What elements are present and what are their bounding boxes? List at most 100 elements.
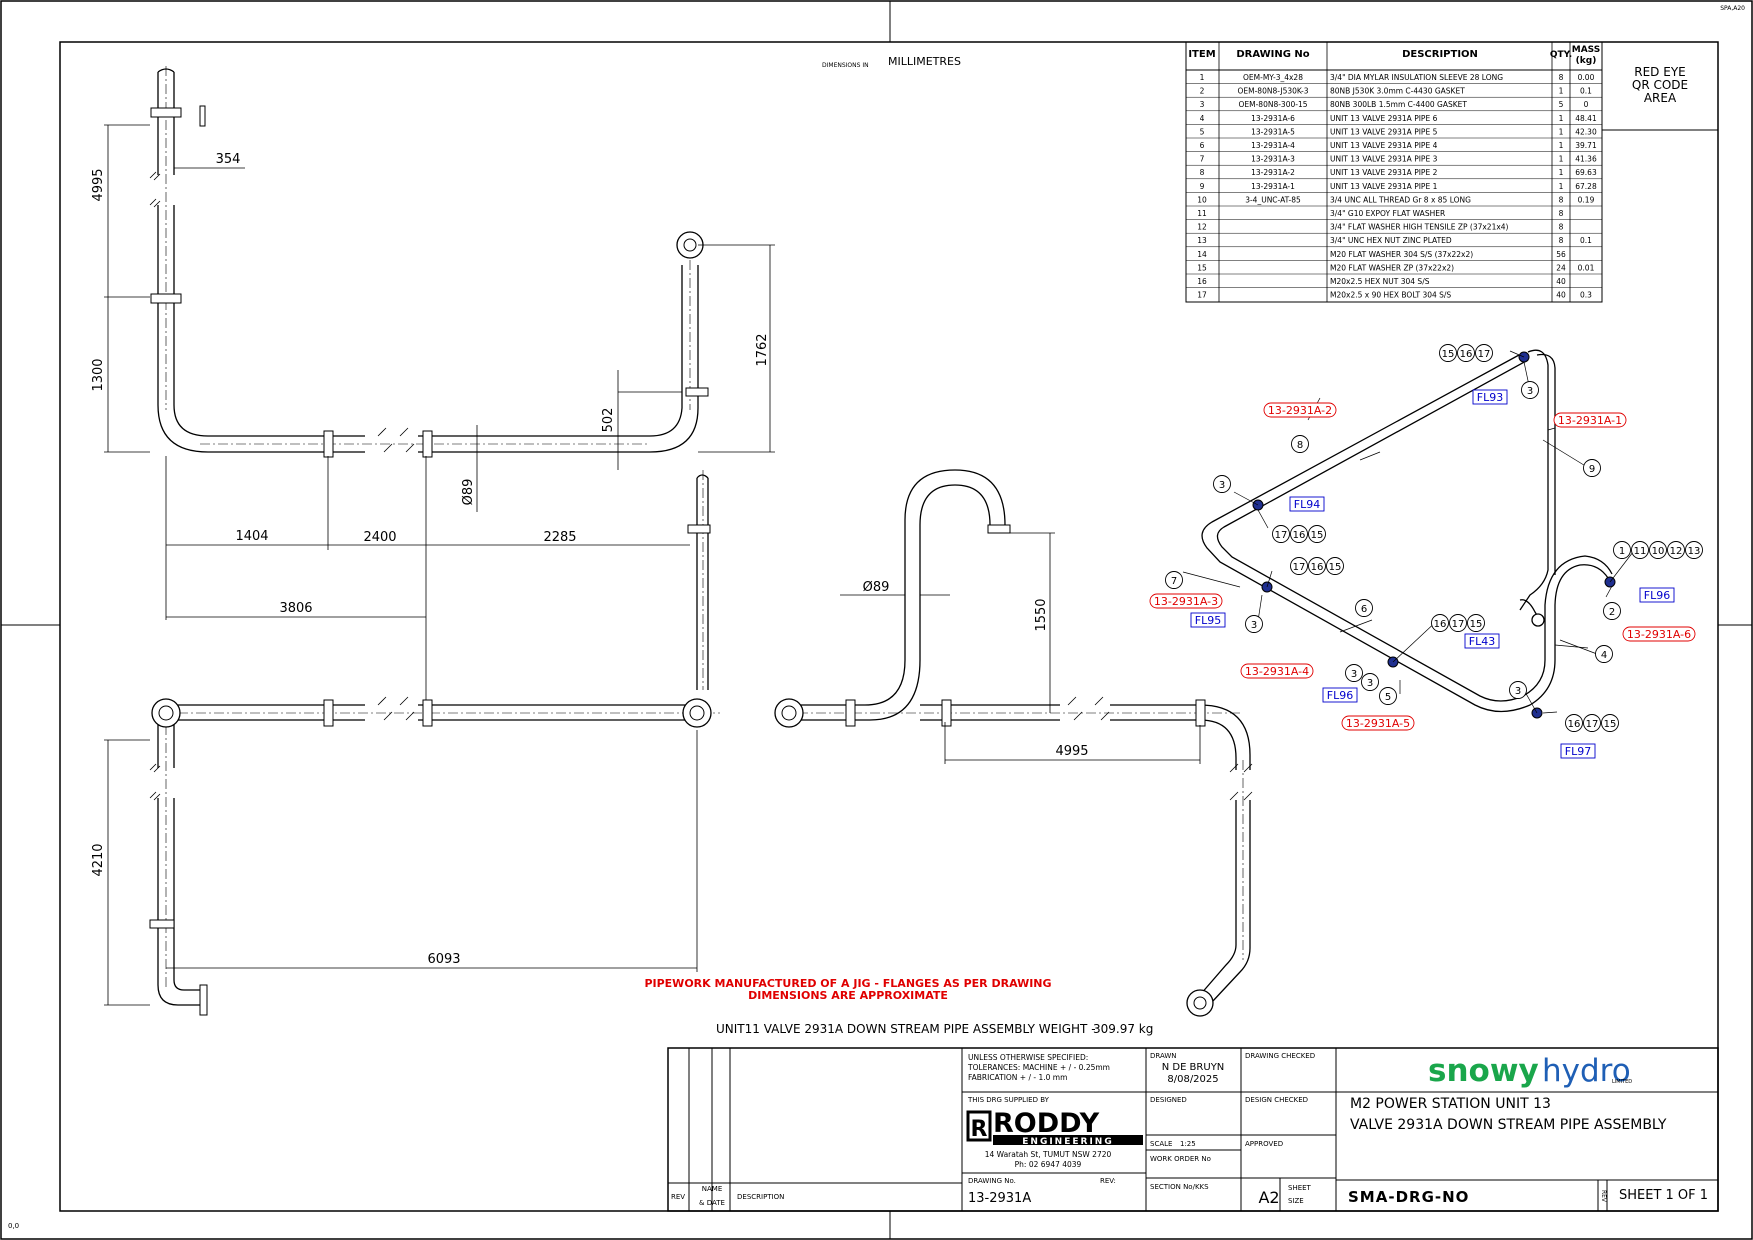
tb-company-hydro: hydro <box>1542 1053 1631 1089</box>
tb-sheet-size-label1: SHEET <box>1288 1184 1312 1192</box>
bom-cell-item: 7 <box>1200 155 1205 164</box>
iso-flange-label: FL97 <box>1565 745 1591 758</box>
break-mark <box>149 763 161 801</box>
units-note-unit: MILLIMETRES <box>888 55 961 68</box>
iso-flange-label: FL96 <box>1644 589 1670 602</box>
bom-cell-description: 3/4" DIA MYLAR INSULATION SLEEVE 28 LONG <box>1330 73 1503 82</box>
title-block-frame <box>667 1047 1719 1212</box>
bom-cell-qty: 40 <box>1556 291 1566 300</box>
iso-pipe-label-box <box>1149 593 1223 609</box>
dim-1762: 1762 <box>755 333 770 366</box>
bom-cell-description: 3/4" G10 EXPOY FLAT WASHER <box>1330 209 1445 218</box>
iso-pipe-label: 13-2931A-3 <box>1154 595 1218 608</box>
flange-bore <box>689 705 705 721</box>
dim-354: 354 <box>216 152 241 167</box>
bom-cell-mass: 0.1 <box>1580 236 1592 245</box>
bom-cell-drawing-no: OEM-80N8-J530K-3 <box>1237 87 1308 96</box>
iso-balloon-number: 3 <box>1515 686 1521 697</box>
bom-cell-mass: 0.19 <box>1578 195 1595 204</box>
iso-leader <box>1609 551 1634 583</box>
iso-balloon <box>1685 541 1703 559</box>
tb-section-label: SECTION No/KKS <box>1150 1183 1209 1191</box>
pipe-run <box>418 265 699 453</box>
iso-balloon <box>1667 541 1685 559</box>
iso-balloon <box>1272 525 1290 543</box>
iso-balloon-number: 3 <box>1351 669 1357 680</box>
iso-balloon-number: 16 <box>1434 619 1447 630</box>
iso-balloon-number: 3 <box>1527 386 1533 397</box>
qr-area-line1: RED EYE <box>1634 65 1685 79</box>
bom-cell-description: UNIT 13 VALVE 2931A PIPE 5 <box>1330 127 1438 136</box>
bom-cell-qty: 8 <box>1559 195 1564 204</box>
bom-cell-mass: 67.28 <box>1575 182 1597 191</box>
iso-balloon <box>1603 602 1621 620</box>
flange <box>1195 699 1206 727</box>
flange-face <box>682 698 712 728</box>
tb-approved-label: APPROVED <box>1245 1140 1283 1148</box>
roddy-logo-mark <box>966 1110 992 1142</box>
bom-cell-qty: 1 <box>1559 182 1564 191</box>
tb-drawing-checked-label: DRAWING CHECKED <box>1245 1052 1315 1060</box>
bom-cell-item: 11 <box>1197 209 1207 218</box>
corner-tag: SPA,A20 <box>1720 5 1745 12</box>
bom-cell-qty: 1 <box>1559 87 1564 96</box>
bom-cell-item: 17 <box>1197 291 1207 300</box>
bom-cell-description: UNIT 13 VALVE 2931A PIPE 4 <box>1330 141 1438 150</box>
bom-cell-mass: 42.30 <box>1575 127 1597 136</box>
bom-cell-qty: 1 <box>1559 141 1564 150</box>
bom-cell-drawing-no: OEM-MY-3_4x28 <box>1243 73 1303 82</box>
flange <box>687 524 711 534</box>
tb-roddy-big: RODDY <box>993 1108 1100 1139</box>
iso-balloon <box>1565 714 1583 732</box>
dim-502: 502 <box>601 408 616 433</box>
iso-flange <box>1531 613 1545 627</box>
bom-cell-item: 13 <box>1197 236 1207 245</box>
bom-cell-description: 80NB J530K 3.0mm C-4430 GASKET <box>1330 87 1465 96</box>
iso-flange-label-box <box>1639 587 1675 603</box>
bom-cell-description: 3/4" FLAT WASHER HIGH TENSILE ZP (37x21x… <box>1330 223 1509 232</box>
tb-rev-label: REV: <box>1100 1177 1116 1185</box>
tb-phone: Ph: 02 6947 4039 <box>1015 1160 1082 1169</box>
iso-balloon <box>1631 541 1649 559</box>
bom-cell-mass: 39.71 <box>1575 141 1597 150</box>
jig-warning-line2: DIMENSIONS ARE APPROXIMATE <box>748 989 948 1002</box>
iso-flange-label-box <box>1289 496 1325 512</box>
bom-cell-mass: 0.1 <box>1580 87 1592 96</box>
bom-header-mass: MASS <box>1572 45 1600 55</box>
bom-header-description: DESCRIPTION <box>1402 49 1478 60</box>
dim-2285: 2285 <box>543 530 576 545</box>
bom-cell-mass: 48.41 <box>1575 114 1597 123</box>
iso-balloon <box>1308 525 1326 543</box>
tb-doc-no: SMA-DRG-NO <box>1348 1188 1469 1206</box>
iso-balloon-number: 16 <box>1311 562 1324 573</box>
iso-balloon <box>1583 459 1601 477</box>
tb-scale-value: 1:25 <box>1180 1140 1196 1148</box>
tb-name-date-1: NAME <box>702 1185 723 1193</box>
tb-sheet-of: SHEET 1 OF 1 <box>1619 1188 1708 1203</box>
bom-cell-item: 16 <box>1197 277 1207 286</box>
iso-pipe-label-box <box>1263 402 1337 418</box>
tb-drawn-by: N DE BRUYN <box>1162 1062 1225 1073</box>
iso-leader <box>1554 644 1589 649</box>
iso-balloon <box>1467 614 1485 632</box>
pipe-run <box>920 704 1251 770</box>
iso-balloon <box>1379 687 1397 705</box>
bom-cell-qty: 24 <box>1556 263 1566 272</box>
tb-supplied-by: THIS DRG SUPPLIED BY <box>967 1096 1050 1104</box>
flange <box>323 699 334 727</box>
iso-balloon <box>1165 571 1183 589</box>
break-mark <box>377 696 415 721</box>
iso-balloon <box>1439 344 1457 362</box>
flange-bore <box>781 705 797 721</box>
iso-balloon <box>1245 615 1263 633</box>
bom-header-qty: QTY. <box>1550 50 1572 60</box>
dim-1404: 1404 <box>235 529 268 544</box>
flange-face <box>151 698 181 728</box>
iso-balloon-number: 16 <box>1568 719 1581 730</box>
iso-balloon <box>1449 614 1467 632</box>
tb-company-snowy: snowy <box>1428 1053 1539 1089</box>
bom-cell-description: UNIT 13 VALVE 2931A PIPE 3 <box>1330 155 1438 164</box>
iso-flange-label: FL94 <box>1294 498 1320 511</box>
flange-bore <box>683 238 697 252</box>
assembly-weight-label: UNIT11 VALVE 2931A DOWN STREAM PIPE ASSE… <box>716 1022 1096 1036</box>
